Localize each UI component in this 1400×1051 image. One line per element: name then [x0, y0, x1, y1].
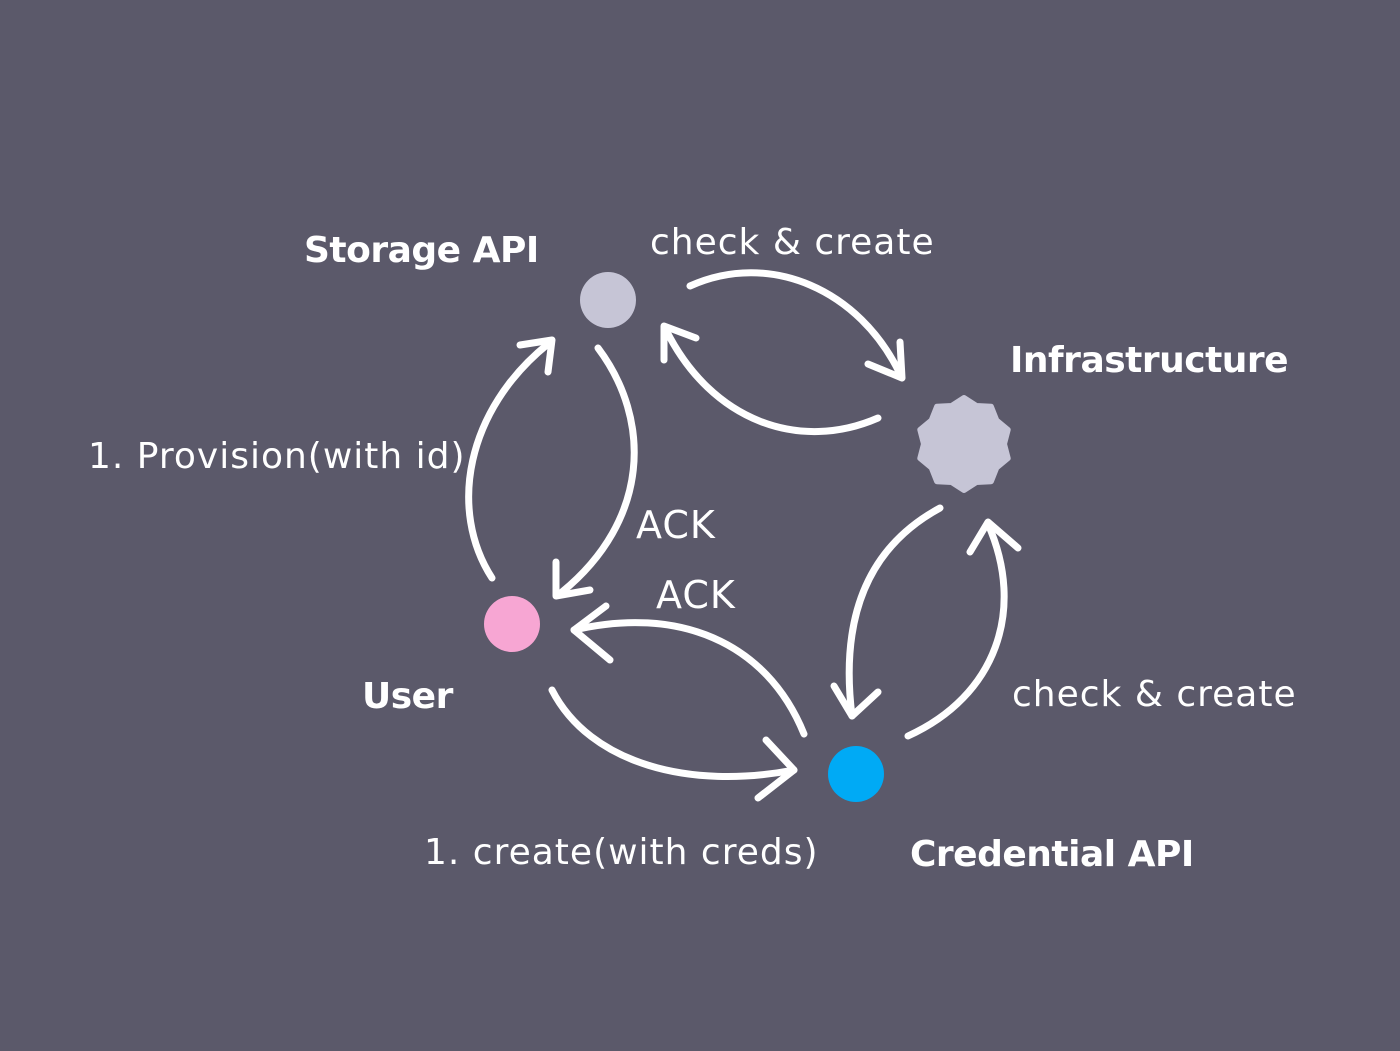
provision-label: 1. Provision(with id): [88, 436, 466, 477]
storage-api-label: Storage API: [304, 230, 539, 271]
user-node[interactable]: [484, 596, 540, 652]
ack-credential-label: ACK: [656, 573, 736, 617]
check-create-top-label: check & create: [650, 222, 935, 263]
infra-to-credential-arrow: [830, 504, 944, 720]
infrastructure-node[interactable]: [917, 395, 1011, 493]
credential-to-infra-arrow: [904, 518, 1022, 740]
credential-api-label: Credential API: [910, 834, 1194, 875]
infra-to-storage-arrow: [660, 322, 882, 435]
ack-storage-label: ACK: [636, 503, 716, 547]
create-label: 1. create(with creds): [424, 832, 819, 873]
storage-to-user-arrow: [552, 344, 638, 600]
user-label: User: [362, 676, 454, 717]
storage-to-infra-arrow: [686, 269, 906, 382]
check-create-right-label: check & create: [1012, 674, 1297, 715]
user-to-credential-arrow: [548, 686, 798, 802]
credential-to-user-arrow: [570, 602, 808, 738]
infrastructure-label: Infrastructure: [1010, 340, 1288, 381]
credential-api-node[interactable]: [828, 746, 884, 802]
storage-api-node[interactable]: [580, 272, 636, 328]
user-to-storage-arrow: [465, 336, 556, 582]
